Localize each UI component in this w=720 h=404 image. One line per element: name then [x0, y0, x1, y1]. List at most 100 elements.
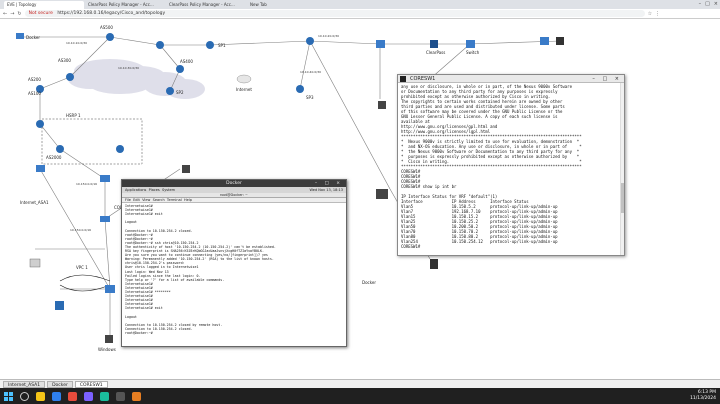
docker-titlebar[interactable]: Docker – □ ×	[122, 180, 346, 187]
terminal-line: Internetwise1#	[125, 204, 153, 208]
menu-file[interactable]: File	[125, 198, 131, 202]
browser-tab-2[interactable]: ClearPass Policy Manager - Acc...	[88, 2, 154, 7]
coresw1-terminal-output[interactable]: any use or disclosure, in whole or in pa…	[398, 83, 624, 255]
switch-nodes[interactable]	[16, 33, 564, 343]
terminal-line: Connection to 10.150.254.2 closed.	[125, 326, 193, 331]
menu-edit[interactable]: Edit	[133, 198, 140, 202]
browser-tab-3[interactable]: ClearPass Policy Manager - Acc...	[169, 2, 235, 7]
terminal-line: http://www.gnu.org/licenses/lgpl.html	[401, 129, 491, 134]
app-icon[interactable]	[84, 391, 93, 401]
menu-system[interactable]: System	[162, 188, 176, 192]
link-label: 10.150.0.0/16	[76, 182, 97, 186]
node-label: Docker	[362, 280, 376, 285]
terminal-line: Internetwise1# exit	[125, 306, 163, 311]
app-icon[interactable]	[132, 391, 141, 401]
terminal-line: Vlan15 10.150.15.2 protocol-up/link-up/a…	[401, 214, 558, 219]
terminal-line: Internetwise1# ********	[125, 289, 171, 294]
console-tab-internet-asa1[interactable]: Internet_ASA1	[3, 380, 46, 388]
url-input[interactable]: Not secure https://192.168.0.16/legacy/C…	[24, 10, 645, 17]
terminal-line: Internetwise1#	[125, 285, 153, 290]
terminal-line: Vlan80 10.150.80.2 protocol-up/link-up/a…	[401, 234, 558, 239]
browser-tab-4[interactable]: New Tab	[250, 2, 267, 7]
terminal-line: User chris logged in to Internetwise1	[125, 265, 199, 270]
terminal-line: RSA key fingerprint is SHA256:K5Z6rKQbGG…	[125, 249, 264, 254]
menu-applications[interactable]: Applications	[125, 188, 147, 192]
terminal-line: third parties and are used and distribut…	[401, 104, 565, 109]
coresw1-titlebar[interactable]: CORESW1 – □ ×	[398, 75, 624, 83]
terminal-line: root@Docker:~# ssh chris@10.150.254.2	[125, 240, 199, 245]
terminal-line: * Cisco in writing. *	[401, 159, 582, 164]
docker-title: Docker	[226, 181, 242, 186]
coresw1-title: CORESW1	[410, 76, 436, 82]
menu-terminal[interactable]: Terminal	[166, 198, 182, 202]
start-icon[interactable]	[4, 391, 13, 401]
not-secure-badge: Not secure	[28, 11, 53, 16]
terminal-line: Type help or '?' for a list of available…	[125, 277, 225, 282]
terminal-line: available at	[401, 119, 430, 124]
terminal-line: root@Docker:~#	[125, 232, 153, 237]
terminal-line: of this software may be covered under th…	[401, 109, 563, 114]
system-tray-clock[interactable]: 6:13 PM 11/13/2024	[690, 390, 716, 402]
menu-search[interactable]: Search	[152, 198, 165, 202]
window-controls[interactable]: – □ ×	[314, 181, 343, 186]
terminal-app-icon[interactable]	[116, 391, 125, 401]
app-icon[interactable]	[100, 391, 109, 401]
vpc-links	[59, 274, 111, 292]
os-taskbar: 6:13 PM 11/13/2024	[0, 388, 720, 404]
menu-icon[interactable]: ⋮	[655, 10, 661, 17]
file-explorer-icon[interactable]	[36, 391, 45, 401]
edge-icon[interactable]	[52, 391, 61, 401]
menu-view[interactable]: View	[142, 198, 151, 202]
topology-canvas[interactable]: Docker AS300 AS500 AS200 AS400 AS100 SP1…	[0, 19, 720, 379]
terminal-line: The authenticity of host '10.150.254.2 (…	[125, 244, 276, 249]
docker-desktop-menu: Applications Places System Wed Nov 13, 1…	[122, 187, 346, 193]
terminal-line: IP Interface Status for VRF "default"(1)	[401, 194, 498, 199]
reload-icon[interactable]: ↻	[17, 10, 22, 17]
browser-tab-1[interactable]: EVE | Topology	[4, 1, 84, 9]
forward-icon[interactable]: →	[10, 10, 15, 17]
star-icon[interactable]: ☆	[647, 10, 653, 17]
node-label: SP1	[218, 43, 226, 48]
console-tab-docker[interactable]: Docker	[47, 380, 73, 388]
node-label: ClearPass	[426, 50, 445, 55]
terminal-line: Vlan7 192.168.7.10 protocol-up/link-up/a…	[401, 209, 558, 214]
minimize-icon[interactable]: –	[698, 1, 702, 7]
node-label: Internet	[236, 87, 252, 92]
close-icon[interactable]: ×	[713, 1, 718, 7]
terminal-line: Connection to 10.150.254.2 closed by rem…	[125, 322, 223, 327]
back-icon[interactable]: ←	[3, 10, 8, 17]
link-label: 10.150.0.0/16	[70, 228, 91, 232]
search-icon[interactable]	[20, 391, 29, 401]
docker-terminal-window[interactable]: Docker – □ × Applications Places System …	[121, 179, 347, 347]
scrollbar-thumb[interactable]	[621, 183, 624, 213]
terminal-line: * and NX-OS education. Any use or disclo…	[401, 144, 582, 149]
router-nodes[interactable]	[36, 33, 314, 153]
window-controls[interactable]: – □ ×	[592, 76, 622, 82]
docker-inner-title: root@Docker: ~	[122, 193, 346, 198]
terminal-line: Last login: Wed Nov 13	[125, 269, 169, 274]
coresw1-terminal-window[interactable]: CORESW1 – □ × any use or disclosure, in …	[397, 74, 625, 256]
browser-tabbar: EVE | Topology ClearPass Policy Manager …	[0, 0, 720, 9]
terminal-line: CORESW1#	[401, 179, 421, 184]
terminal-line: Internetwise1#	[125, 302, 153, 307]
cloud-shape	[68, 59, 205, 99]
terminal-line: Connection to 10.150.254.2 closed.	[125, 228, 193, 233]
node-label: AS300	[58, 58, 71, 63]
terminal-line: Warning: Permanently added '10.150.254.2…	[125, 257, 274, 262]
terminal-line: http://www.gnu.org/licenses/gpl.html and	[401, 124, 498, 129]
chrome-icon[interactable]	[68, 391, 77, 401]
console-tab-coresw1[interactable]: CORESW1	[74, 380, 108, 388]
terminal-line: Vlan70 10.150.70.2 protocol-up/link-up/a…	[401, 229, 558, 234]
terminal-line: CORESW1#	[401, 244, 423, 249]
node-label: HSRP 1	[66, 113, 81, 118]
coresw1-scrollbar[interactable]	[620, 83, 624, 255]
terminal-icon	[400, 76, 406, 82]
maximize-icon[interactable]: □	[705, 1, 710, 7]
terminal-line: ****************************************…	[401, 134, 582, 139]
menu-places[interactable]: Places	[148, 188, 160, 192]
docker-terminal-output[interactable]: Internetwise1#Internetwise1#Internetwise…	[122, 203, 346, 346]
node-label: SP2	[176, 90, 184, 95]
node-label: AS100	[28, 91, 41, 96]
menu-help[interactable]: Help	[183, 198, 192, 202]
